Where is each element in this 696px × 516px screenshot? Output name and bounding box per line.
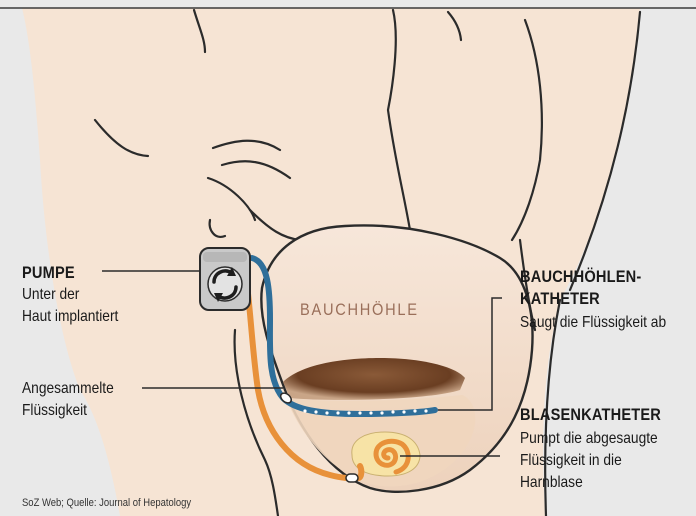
bladder-catheter-description-line2: Flüssigkeit in die bbox=[520, 450, 622, 472]
catheter-valve-lower bbox=[346, 474, 358, 482]
fluid-label-line2: Flüssigkeit bbox=[22, 400, 87, 422]
pump-subtitle-line1: Unter der bbox=[22, 284, 79, 306]
abdominal-catheter-title-line2: KATHETER bbox=[520, 288, 600, 309]
source-credit: SoZ Web; Quelle: Journal of Hepatology bbox=[22, 497, 191, 509]
pump-subtitle-line2: Haut implantiert bbox=[22, 306, 118, 328]
pump-title: PUMPE bbox=[22, 262, 75, 283]
cavity-label: BAUCHHÖHLE bbox=[300, 300, 419, 320]
abdominal-catheter-description: Saugt die Flüssigkeit ab bbox=[520, 312, 666, 334]
bladder-catheter-description-line1: Pumpt die abgesaugte bbox=[520, 428, 658, 450]
pump-icon bbox=[200, 248, 250, 310]
fluid-label-line1: Angesammelte bbox=[22, 378, 114, 400]
abdominal-catheter-title-line1: BAUCHHÖHLEN- bbox=[520, 266, 641, 287]
bladder-catheter-title: BLASENKATHETER bbox=[520, 404, 661, 425]
bladder-catheter-description-line3: Harnblase bbox=[520, 472, 583, 494]
